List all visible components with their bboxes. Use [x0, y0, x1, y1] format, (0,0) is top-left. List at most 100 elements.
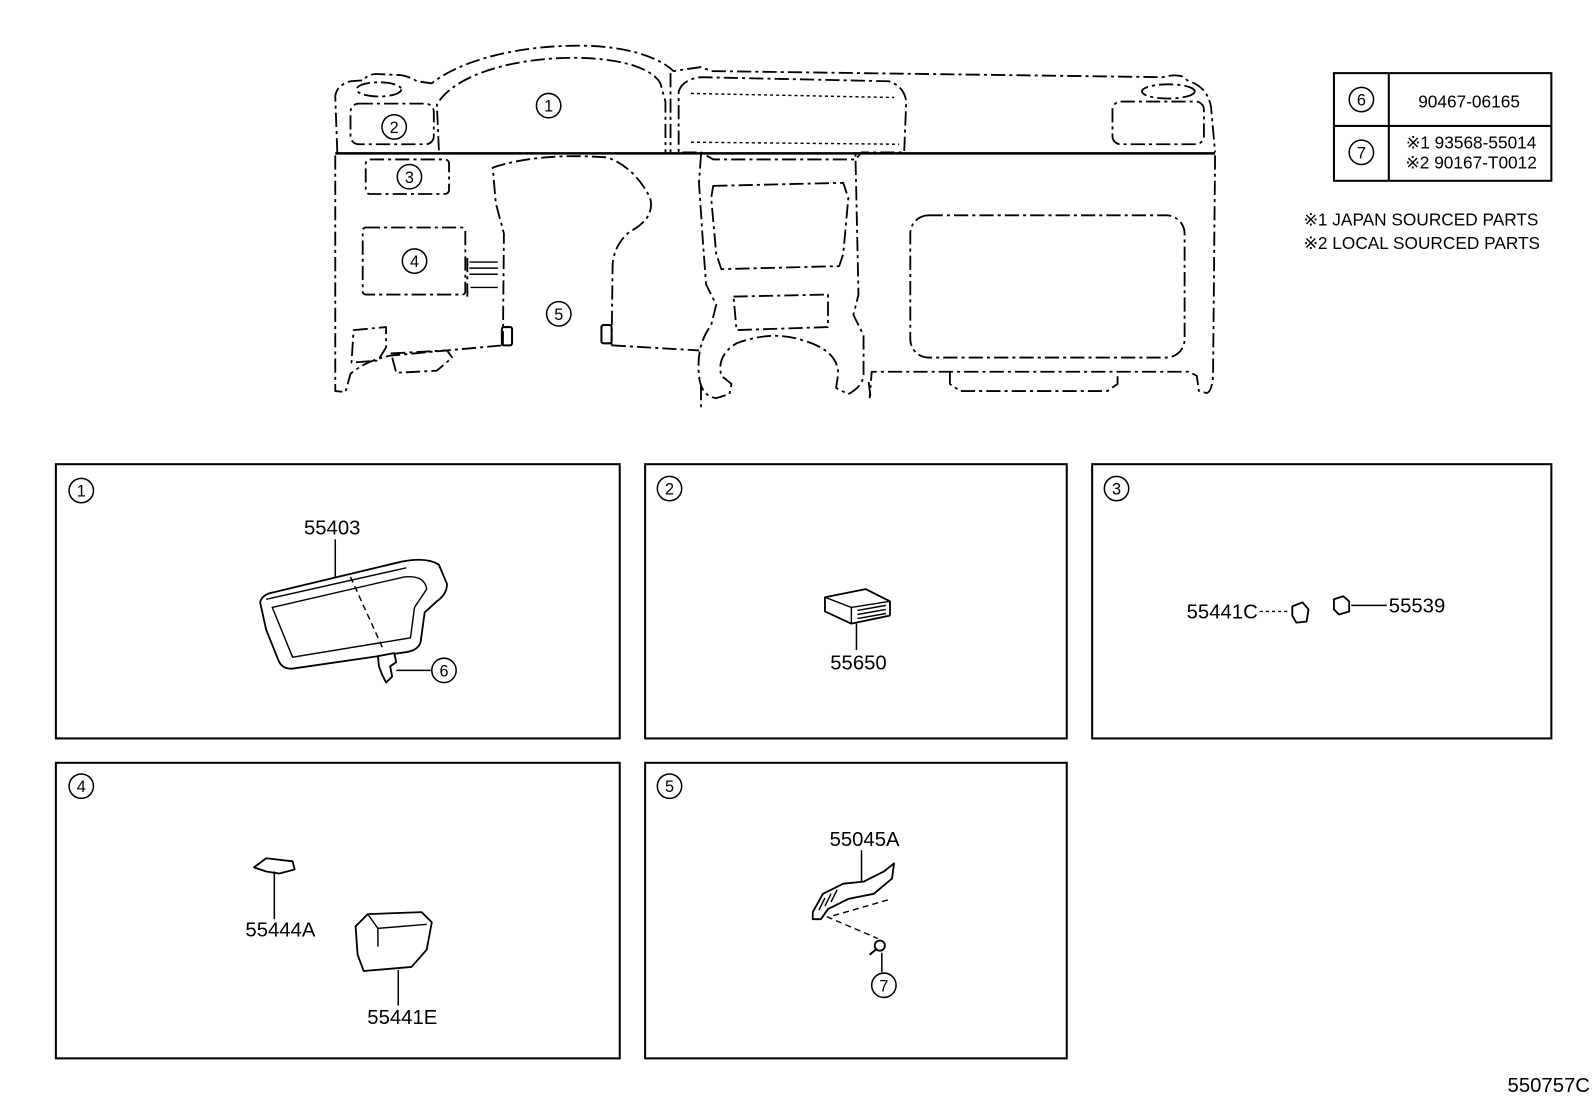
- cap-part: [1333, 595, 1351, 616]
- left-lower-bracket: [390, 349, 454, 374]
- overview-callout-3: 3: [396, 163, 423, 190]
- trim-cover-detail: [818, 889, 838, 911]
- table-part-number: ※1 93568-55014: [1406, 132, 1537, 152]
- note-local-sourced: ※2 LOCAL SOURCED PARTS: [1303, 233, 1540, 253]
- screw-head: [873, 939, 886, 952]
- dashed-leader: [349, 576, 385, 652]
- bottom-tray-outline: [949, 371, 1119, 392]
- dashboard-upper-outline: [334, 44, 1216, 153]
- callout-circle: [68, 477, 95, 504]
- callout-circle: [401, 248, 428, 274]
- trim-cover-part: [811, 862, 895, 921]
- meter-hood-inner-rim: [271, 575, 428, 658]
- panel-number: 2: [665, 481, 674, 499]
- detail-panel-1: 1 55403 6: [54, 463, 621, 740]
- screw-part: [869, 939, 886, 956]
- console-legs: [700, 381, 872, 409]
- vent-louvers: [857, 604, 887, 620]
- part-label: 55539: [1389, 595, 1445, 617]
- knee-pad-right: [600, 324, 613, 345]
- panel-frame: [644, 463, 1068, 740]
- panel-number: 1: [77, 483, 86, 501]
- table-part-number: 90467-06165: [1418, 92, 1520, 112]
- callout-circle: [1348, 139, 1375, 166]
- panel-number: 3: [1112, 481, 1121, 499]
- fastener-part: [1291, 601, 1310, 624]
- dashboard-left-lower-outline: [334, 155, 503, 393]
- callout-number: 7: [879, 977, 888, 995]
- screw-shaft: [869, 948, 877, 956]
- dashboard-right-lower-outline: [868, 155, 1216, 399]
- panel-number: 4: [77, 778, 86, 796]
- left-defroster-outlet: [355, 81, 403, 98]
- callout-circle: [68, 773, 95, 800]
- table-row: 7 ※1 93568-55014 ※2 90167-T0012: [1348, 132, 1537, 173]
- callout-circle: [656, 773, 683, 800]
- vent-top-face: [824, 596, 891, 624]
- callout-circle: [545, 300, 572, 327]
- part-label: 55444A: [245, 919, 315, 941]
- callout-number: 3: [405, 169, 414, 187]
- note-japan-sourced: ※1 JAPAN SOURCED PARTS: [1303, 209, 1538, 229]
- panel-frame: [54, 761, 621, 1060]
- center-console-outline: [697, 154, 865, 400]
- legend-table: 6 90467-06165 7 ※1 93568-55014 ※2 90167-…: [1332, 72, 1553, 182]
- clip-part: [377, 652, 398, 684]
- meter-hood-part: [259, 558, 448, 670]
- lower-panel-outline: [361, 226, 467, 296]
- column-to-console-line: [611, 344, 700, 352]
- callout-number: 5: [554, 306, 563, 324]
- glove-box-outline: [909, 214, 1186, 359]
- center-vent-detail: [690, 92, 900, 145]
- right-vent-outline: [1111, 100, 1205, 146]
- part-label: 55403: [304, 517, 360, 539]
- detail-panel-5: 5 55045A 7: [644, 761, 1068, 1060]
- center-vent-outline: [677, 76, 908, 161]
- detail-panel-3: 3 55441C 55539: [1091, 463, 1553, 740]
- table-ref-number: 7: [1357, 144, 1366, 162]
- pocket-part: [354, 911, 433, 972]
- panel-frame: [54, 463, 621, 740]
- callout-circle: [381, 114, 408, 140]
- detail-panel-2: 2 55650: [644, 463, 1068, 740]
- dashboard-overview: 1 2 3 4 5: [334, 44, 1216, 409]
- right-defroster-outlet: [1141, 83, 1196, 100]
- clip-part: [253, 857, 296, 875]
- overview-callout-2: 2: [381, 114, 408, 140]
- panel-number: 5: [665, 778, 674, 796]
- detail-panel-4: 4 55444A 55441E: [54, 761, 621, 1060]
- diagram-id: 550757C: [1508, 1075, 1590, 1097]
- part-label: 55441C: [1187, 602, 1258, 624]
- callout-circle: [535, 92, 562, 119]
- callout-circle: [1103, 475, 1130, 502]
- left-vent-outline: [349, 102, 435, 146]
- callout-circle: [870, 972, 897, 999]
- panel-frame: [1091, 463, 1553, 740]
- part-label: 55650: [830, 652, 886, 674]
- left-lower-pad: [350, 326, 387, 364]
- overview-callout-5: 5: [545, 300, 572, 327]
- table-row: 6 90467-06165: [1348, 86, 1520, 113]
- switch-lines: [469, 261, 498, 289]
- overview-callout-1: 1: [535, 92, 562, 119]
- overview-callout-4: 4: [401, 248, 428, 274]
- callout-circle: [396, 163, 423, 190]
- part-label: 55441E: [367, 1007, 437, 1029]
- callout-circle: [431, 657, 457, 684]
- callout-number: 4: [410, 253, 419, 271]
- table-ref-number: 6: [1357, 92, 1366, 110]
- dashed-leader: [825, 899, 889, 940]
- meter-hood-edge: [266, 567, 407, 600]
- callout-number: 6: [439, 662, 448, 680]
- table-part-number: ※2 90167-T0012: [1405, 153, 1536, 173]
- switch-panel-outline: [364, 158, 450, 195]
- callout-circle: [656, 475, 683, 502]
- callout-number: 2: [390, 119, 399, 137]
- part-label: 55045A: [830, 829, 900, 851]
- steering-column-opening: [491, 155, 652, 346]
- knee-pad-left: [500, 326, 514, 347]
- pocket-inner: [367, 913, 427, 947]
- center-stack-outline: [710, 181, 850, 271]
- panel-frame: [644, 761, 1068, 1060]
